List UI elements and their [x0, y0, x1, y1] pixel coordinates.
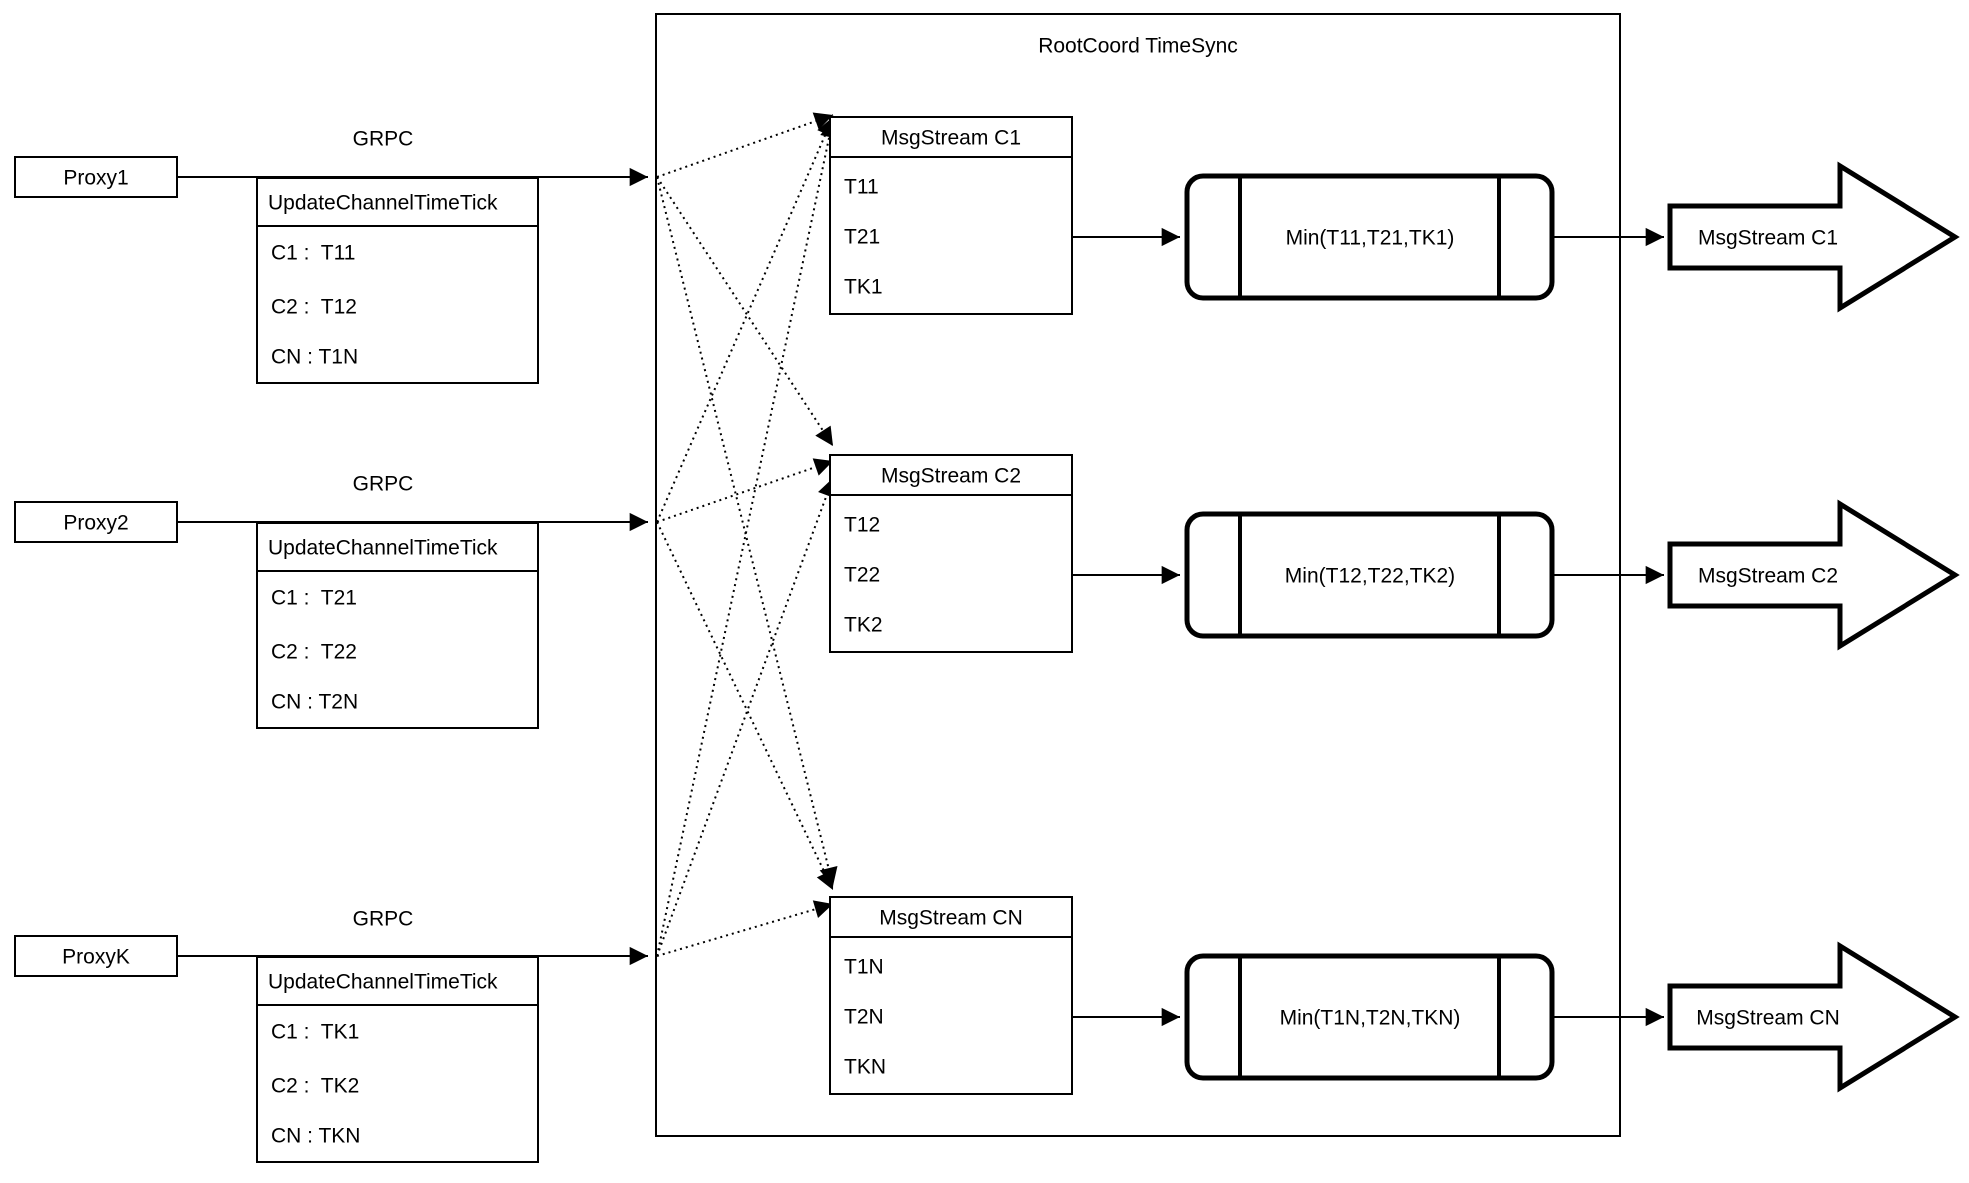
rootcoord-title: RootCoord TimeSync	[1038, 35, 1238, 58]
proxy2-table-row: C1 : T21	[271, 587, 357, 610]
stream-c1-group: MsgStream C1 T11 T21 TK1 Min(T11,T21,TK1…	[829, 116, 1960, 315]
proxy1-table-row: CN : T1N	[271, 346, 358, 369]
output-c1-arrow: MsgStream C1	[1667, 161, 1960, 313]
output-c2-shape	[1667, 499, 1960, 651]
proxy2-table-row: CN : T2N	[271, 691, 358, 714]
link-proxy2-stream-cn	[656, 521, 834, 891]
stream-c2-tick: TK2	[844, 614, 883, 637]
output-c1-shape	[1667, 161, 1960, 313]
stream-c2-tick: T22	[844, 564, 880, 587]
output-cn-arrow: MsgStream CN	[1667, 941, 1960, 1093]
stream-c1-table: MsgStream C1 T11 T21 TK1	[829, 116, 1073, 315]
stream-c1-border	[829, 116, 1073, 315]
proxy2-timetick-table: UpdateChannelTimeTick C1 : T21 C2 : T22 …	[256, 522, 539, 729]
proxyk-timetick-table: UpdateChannelTimeTick C1 : TK1 C2 : TK2 …	[256, 956, 539, 1163]
stream-c2-group: MsgStream C2 T12 T22 TK2 Min(T12,T22,TK2…	[829, 454, 1960, 653]
min-cn-node: Min(T1N,T2N,TKN)	[1184, 953, 1555, 1081]
stream-cn-group: MsgStream CN T1N T2N TKN Min(T1N,T2N,TKN…	[829, 896, 1960, 1095]
stream-c1-header: MsgStream C1	[881, 127, 1021, 150]
min-cn-label: Min(T1N,T2N,TKN)	[1280, 1007, 1461, 1030]
timetick-links	[656, 112, 839, 957]
proxy2-box	[14, 501, 178, 543]
proxy1-table-row: C2 : T12	[271, 296, 357, 319]
min-c1-label: Min(T11,T21,TK1)	[1286, 227, 1455, 250]
stream-c2-table: MsgStream C2 T12 T22 TK2	[829, 454, 1073, 653]
min-c2-node: Min(T12,T22,TK2)	[1184, 511, 1555, 639]
proxy2-table-border	[256, 522, 539, 729]
output-cn-shape	[1667, 941, 1960, 1093]
stream-c2-header: MsgStream C2	[881, 465, 1021, 488]
proxy2-table-header: UpdateChannelTimeTick	[268, 537, 498, 560]
proxyk-table-border	[256, 956, 539, 1163]
stream-cn-tick: T2N	[844, 1006, 884, 1029]
proxyk-table-header: UpdateChannelTimeTick	[268, 971, 498, 994]
stream-cn-border	[829, 896, 1073, 1095]
proxy2-protocol-label: GRPC	[353, 473, 414, 496]
proxyk-protocol-label: GRPC	[353, 908, 414, 931]
output-c2-arrow: MsgStream C2	[1667, 499, 1960, 651]
stream-cn-tick: T1N	[844, 956, 884, 979]
proxy1-group: Proxy1 GRPC UpdateChannelTimeTick C1 : T…	[14, 128, 648, 384]
stream-c1-tick: T21	[844, 226, 880, 249]
stream-c2-border	[829, 454, 1073, 653]
proxy1-label: Proxy1	[63, 167, 128, 190]
proxy1-table-border	[256, 177, 539, 384]
stream-c1-tick: TK1	[844, 276, 883, 299]
link-proxyk-stream-cn	[656, 900, 834, 957]
proxyk-table-row: CN : TKN	[271, 1125, 360, 1148]
min-c2-label: Min(T12,T22,TK2)	[1285, 565, 1455, 588]
proxy2-label: Proxy2	[63, 512, 128, 535]
link-proxyk-stream-c2	[656, 477, 836, 957]
proxy1-protocol-label: GRPC	[353, 128, 414, 151]
proxy1-timetick-table: UpdateChannelTimeTick C1 : T11 C2 : T12 …	[256, 177, 539, 384]
link-proxy2-stream-c2	[656, 458, 834, 523]
proxyk-group: ProxyK GRPC UpdateChannelTimeTick C1 : T…	[14, 908, 648, 1163]
proxy1-table-header: UpdateChannelTimeTick	[268, 192, 498, 215]
stream-c1-tick: T11	[844, 176, 879, 199]
proxy2-group: Proxy2 GRPC UpdateChannelTimeTick C1 : T…	[14, 473, 648, 729]
output-cn-label: MsgStream CN	[1696, 1007, 1840, 1030]
proxy1-table-row: C1 : T11	[271, 242, 355, 265]
link-proxy2-stream-c1	[656, 116, 835, 523]
proxy2-table-row: C2 : T22	[271, 641, 357, 664]
link-proxy1-stream-c1	[656, 112, 834, 178]
min-c1-node: Min(T11,T21,TK1)	[1184, 173, 1555, 301]
proxyk-table-row: C1 : TK1	[271, 1021, 359, 1044]
output-c1-label: MsgStream C1	[1698, 227, 1838, 250]
proxyk-label: ProxyK	[62, 946, 130, 969]
link-proxy1-stream-cn	[656, 176, 838, 887]
proxyk-box	[14, 935, 178, 977]
output-c2-label: MsgStream C2	[1698, 565, 1838, 588]
link-proxyk-stream-c1	[656, 118, 839, 957]
stream-cn-header: MsgStream CN	[879, 907, 1023, 930]
stream-cn-table: MsgStream CN T1N T2N TKN	[829, 896, 1073, 1095]
proxy1-box	[14, 156, 178, 198]
proxyk-table-row: C2 : TK2	[271, 1075, 359, 1098]
stream-c2-tick: T12	[844, 514, 880, 537]
stream-cn-tick: TKN	[844, 1056, 886, 1079]
